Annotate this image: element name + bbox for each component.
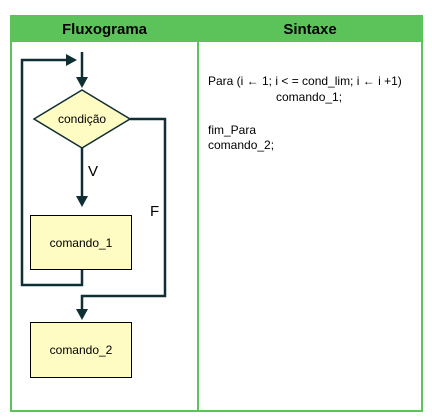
syntax-line-1: Para (i ← 1; i < = cond_lim; i ← i +1) [208,74,402,88]
flowchart-header: Fluxograma [12,17,197,42]
false-branch-line [80,117,167,312]
table-border [10,15,423,412]
syntax-line-3: fim_Para [208,123,257,137]
decision-label: condição [58,112,107,126]
command1-label: comando_1 [49,235,113,250]
false-label: F [150,203,160,220]
decision-diamond [32,89,132,149]
arrow-heads [66,54,88,320]
syntax-header: Sintaxe [199,17,421,42]
flow-lines [20,52,167,312]
command1-box: comando_1 [30,215,132,270]
arrow-into-decision [76,77,88,88]
true-label: V [88,163,99,180]
syntax-line-2: comando_1; [276,90,343,104]
arrow-into-command1 [76,196,88,207]
arrow-loop-back [66,54,77,66]
arrow-into-command2 [76,309,88,320]
loop-back-line [20,58,84,287]
command2-label: comando_2 [49,343,113,357]
command2-box: comando_2 [30,322,132,378]
syntax-line-4: comando_2; [208,138,275,152]
